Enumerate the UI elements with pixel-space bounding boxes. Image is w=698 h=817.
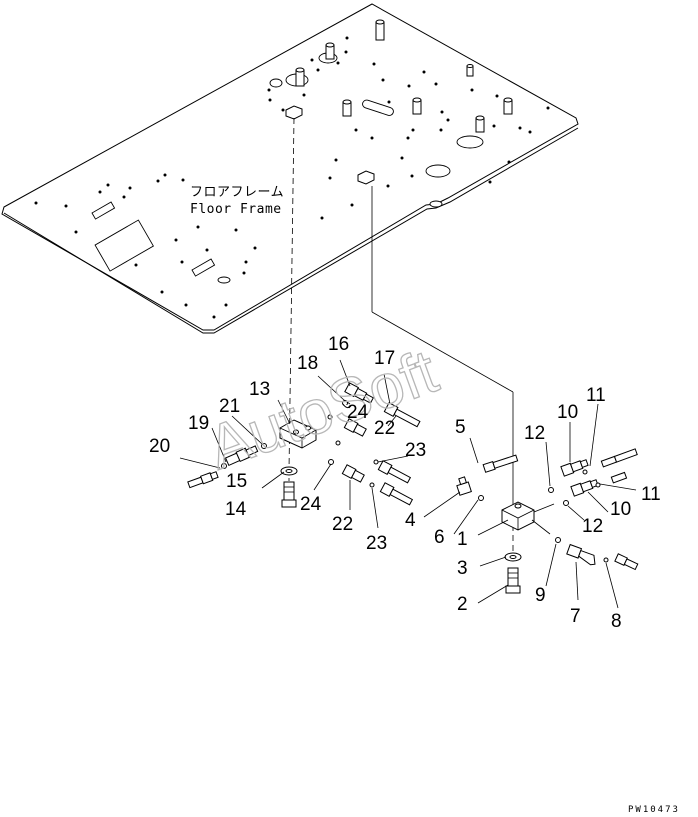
frame-openings: [91, 52, 484, 284]
floor-frame-label-jp: フロアフレーム: [190, 185, 284, 200]
right-mount-washer: [504, 552, 522, 562]
right-junction-block: [501, 501, 555, 535]
callout-2: 2: [457, 594, 468, 615]
right-fittings: [456, 448, 639, 571]
callout-23-upper: 23: [405, 440, 426, 461]
callout-8: 8: [611, 611, 622, 632]
callout-7: 7: [570, 606, 581, 627]
callout-13: 13: [249, 379, 270, 400]
callout-10-lower: 10: [610, 499, 631, 520]
callout-11-lower: 11: [641, 484, 661, 505]
callout-1: 1: [457, 529, 468, 550]
right-mount-bolt: [505, 567, 521, 594]
callout-11-upper: 11: [586, 385, 606, 406]
callout-9: 9: [535, 585, 546, 606]
callout-16: 16: [328, 334, 349, 355]
drawing-code: PW10473: [628, 805, 680, 815]
left-mount-washer: [280, 466, 298, 476]
callout-5: 5: [455, 417, 466, 438]
left-mount-bolt: [281, 481, 297, 508]
floor-frame-label-en: Floor Frame: [190, 202, 282, 217]
callouts: 1 2 3 4 5 6 7 8 9 10 10 11 11 12 12 13 1…: [149, 334, 661, 632]
callout-24-upper: 24: [347, 402, 369, 423]
callout-18: 18: [297, 353, 318, 374]
callout-12-upper: 12: [524, 423, 545, 444]
mounting-leader-lines: [288, 117, 514, 556]
callout-10-upper: 10: [557, 402, 578, 423]
callout-14: 14: [225, 499, 247, 520]
callout-17: 17: [374, 348, 395, 369]
frame-brackets: [285, 105, 375, 185]
frame-bosses: [295, 19, 513, 133]
left-fittings: [187, 382, 421, 506]
callout-24-lower: 24: [300, 494, 322, 515]
floor-frame-plate: [1, 3, 579, 334]
callout-22-lower: 22: [332, 514, 353, 535]
callout-4: 4: [405, 510, 416, 531]
frame-holes: [34, 36, 550, 319]
callout-12-lower: 12: [582, 516, 603, 537]
callout-15: 15: [226, 471, 247, 492]
callout-20: 20: [149, 436, 170, 457]
callout-19: 19: [188, 413, 209, 434]
callout-23-lower: 23: [366, 533, 387, 554]
callout-6: 6: [434, 527, 445, 548]
callout-leaders: [179, 359, 637, 609]
left-junction-block: [279, 419, 317, 449]
callout-21: 21: [219, 396, 240, 417]
callout-22-upper: 22: [374, 418, 395, 439]
callout-3: 3: [457, 558, 468, 579]
